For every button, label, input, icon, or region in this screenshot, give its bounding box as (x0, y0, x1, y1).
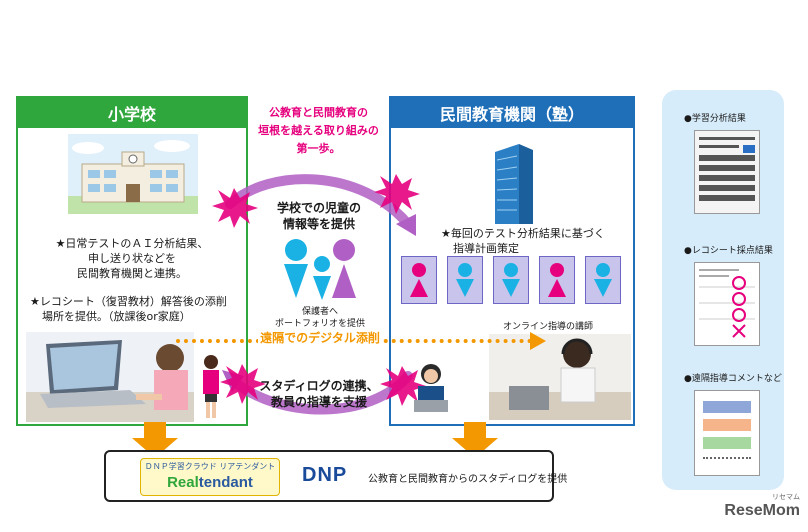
elementary-text-1-line-2: 申し送り状などを (88, 252, 176, 265)
center-headline: 公教育と民間教育の 垣根を越える取り組みの 第一歩。 (250, 104, 387, 158)
flow-bottom-line-1: スタディログの連携、 (259, 379, 379, 393)
burst-icon (374, 174, 420, 214)
record-sheet-icon (694, 262, 760, 346)
family-icon (284, 239, 356, 300)
student-card-male (585, 256, 621, 304)
school-building-icon (68, 134, 198, 214)
student-card-male (493, 256, 529, 304)
juku-panel: 民間教育機関（塾） ★毎回のテスト分析結果に基づく 指導計画策定 オンライン指導… (389, 96, 635, 426)
center-headline-line-2: 垣根を越える取り組みの (258, 124, 379, 137)
flow-top-text: 学校での児童の 情報等を提供 (256, 200, 382, 232)
guardian-line-2: ポートフォリオを提供 (274, 319, 365, 329)
elementary-text-1: ★日常テストのＡＩ分析結果、 申し送り状などを 民間教育機関と連携。 (18, 236, 246, 281)
down-arrow-right-icon (452, 422, 498, 458)
juku-text-1-line-1: ★毎回のテスト分析結果に基づく (441, 227, 605, 240)
realtendant-logo: ＤＮＰ学習クラウド リアテンダント Realtendant (140, 458, 280, 496)
juku-header: 民間教育機関（塾） (391, 98, 633, 128)
elementary-title: 小学校 (107, 105, 156, 124)
student-card-male (447, 256, 483, 304)
burst-icon (220, 364, 266, 404)
logo-main-tendant: tendant (198, 474, 253, 491)
remote-text: 遠隔でのデジタル添削 (258, 331, 382, 346)
student-photo-icon (26, 332, 194, 422)
side-item-1: ●学習分析結果 (684, 114, 746, 124)
comment-bar-blue (703, 401, 751, 413)
comment-bar-green (703, 437, 751, 449)
operator-icon (414, 364, 448, 412)
logo-main: Realtendant (141, 474, 279, 491)
tutor-photo-icon (489, 334, 631, 420)
flow-arrows (212, 174, 426, 415)
elementary-text-2: ★レコシート（復習教材）解答後の添削 場所を提供。（放課後or家庭） (30, 294, 246, 324)
remote-arrow-head-icon (530, 332, 546, 350)
center-headline-line-3: 第一歩。 (296, 142, 341, 155)
burst-icon (380, 366, 426, 406)
juku-text-1: ★毎回のテスト分析結果に基づく 指導計画策定 (441, 226, 635, 256)
flow-bottom-line-2: 教員の指導を支援 (270, 395, 367, 409)
arrow-top-icon (225, 174, 413, 229)
elementary-header: 小学校 (18, 98, 246, 128)
office-building-icon (495, 144, 533, 224)
guardian-line-1: 保護者へ (301, 307, 338, 317)
flow-top-line-1: 学校での児童の (276, 201, 361, 215)
down-arrow-left-icon (132, 422, 178, 458)
logo-top-text: ＤＮＰ学習クラウド リアテンダント (144, 462, 276, 471)
flow-bottom-text: スタディログの連携、 教員の指導を支援 (256, 378, 382, 410)
resemom-watermark: リセマム ReseMom (700, 492, 800, 520)
tutor-label: オンライン指導の講師 (503, 322, 594, 332)
comment-sheet-icon (694, 390, 760, 476)
bottom-bar: ＤＮＰ学習クラウド リアテンダント Realtendant DNP 公教育と民間… (104, 450, 567, 502)
comment-dots (703, 457, 751, 459)
elementary-text-1-line-1: ★日常テストのＡＩ分析結果、 (55, 237, 209, 250)
bottom-caption: 公教育と民間教育からのスタディログを提供 (368, 474, 568, 485)
juku-title: 民間教育機関（塾） (439, 105, 584, 124)
watermark-sub: リセマム (772, 493, 800, 501)
watermark-main: ReseMom (724, 502, 800, 519)
burst-icon (212, 188, 258, 228)
center-headline-line-1: 公教育と民間教育の (269, 106, 368, 119)
elementary-text-1-line-3: 民間教育機関と連携。 (77, 267, 187, 280)
analysis-report-icon (694, 130, 760, 214)
student-card-female (401, 256, 437, 304)
dnp-logo: DNP (302, 464, 348, 486)
output-side-panel: ●学習分析結果 ●レコシート採点結果 ●遠隔指導コメントなど (662, 90, 784, 490)
flow-top-line-2: 情報等を提供 (282, 217, 355, 231)
juku-text-1-line-2: 指導計画策定 (453, 242, 519, 255)
guardian-text: 保護者へ ポートフォリオを提供 (262, 306, 378, 330)
elementary-text-2-line-1: ★レコシート（復習教材）解答後の添削 (30, 295, 227, 308)
teacher-icon (203, 355, 219, 418)
side-item-2: ●レコシート採点結果 (684, 246, 773, 256)
elementary-text-2-line-2: 場所を提供。（放課後or家庭） (42, 310, 191, 323)
logo-main-real: Real (167, 474, 199, 491)
side-item-3: ●遠隔指導コメントなど (684, 374, 782, 384)
comment-bar-orange (703, 419, 751, 431)
student-card-female (539, 256, 575, 304)
arrow-top-head-icon (396, 214, 416, 236)
elementary-panel: 小学校 ★日常テストのＡＩ分析結果、 申し送り状などを 民間教育機関と連携。 ★… (16, 96, 248, 426)
